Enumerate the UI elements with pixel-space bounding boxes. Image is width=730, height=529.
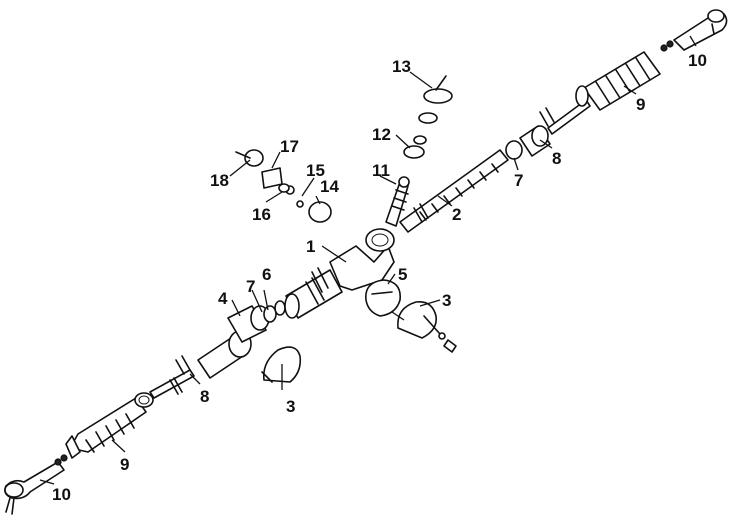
callout-8-right: 8 bbox=[552, 149, 561, 168]
rack-guide-14 bbox=[308, 201, 332, 223]
lock-ring-7-6 bbox=[263, 300, 286, 323]
callout-labels: 1 2 3 3 4 5 6 7 7 8 8 9 9 10 10 11 12 13… bbox=[52, 51, 707, 504]
callout-7-right: 7 bbox=[514, 171, 523, 190]
callout-5: 5 bbox=[398, 265, 407, 284]
callout-2: 2 bbox=[452, 205, 461, 224]
pinion-bearing-12 bbox=[403, 135, 427, 159]
rack-boot-left bbox=[65, 397, 147, 459]
callout-7-left: 7 bbox=[246, 277, 255, 296]
leader-lines bbox=[39, 35, 697, 485]
callout-18: 18 bbox=[210, 171, 229, 190]
inner-ball-joint-right bbox=[505, 125, 551, 160]
lock-nut-18 bbox=[235, 151, 251, 159]
callout-10-left: 10 bbox=[52, 485, 71, 504]
callout-15: 15 bbox=[306, 161, 325, 180]
callout-6: 6 bbox=[262, 265, 271, 284]
callout-14: 14 bbox=[320, 177, 339, 196]
rack-housing-tube bbox=[284, 228, 395, 319]
callout-13: 13 bbox=[392, 57, 411, 76]
callout-9-right: 9 bbox=[636, 95, 645, 114]
pinion-shaft bbox=[385, 176, 410, 227]
pinion-cover-13 bbox=[418, 75, 453, 124]
callout-11: 11 bbox=[372, 161, 390, 180]
rack-boot-right bbox=[575, 51, 661, 111]
mounting-bracket-right bbox=[397, 300, 441, 339]
callout-12: 12 bbox=[372, 125, 391, 144]
callout-1: 1 bbox=[306, 237, 315, 256]
steering-rack-bar bbox=[399, 149, 509, 233]
mounting-bracket-lower bbox=[261, 346, 302, 383]
tie-rod-end-right bbox=[660, 9, 728, 52]
callout-3-lower: 3 bbox=[286, 397, 295, 416]
bracket-bolt bbox=[438, 332, 457, 353]
callout-16: 16 bbox=[252, 205, 271, 224]
spring-15-16 bbox=[278, 183, 304, 208]
break-marks bbox=[175, 107, 555, 375]
boot-clamp-left bbox=[134, 392, 154, 408]
adjuster-plug-17 bbox=[244, 149, 283, 189]
inner-ball-joint-left bbox=[197, 305, 270, 379]
mount-bush-5 bbox=[365, 279, 401, 317]
inner-tie-rod-left bbox=[149, 369, 195, 399]
callout-4: 4 bbox=[218, 289, 228, 308]
callout-9-left: 9 bbox=[120, 455, 129, 474]
callout-10-right: 10 bbox=[688, 51, 707, 70]
callout-17: 17 bbox=[280, 137, 299, 156]
callout-3-right: 3 bbox=[442, 291, 451, 310]
inner-tie-rod-right bbox=[547, 99, 591, 135]
tie-rod-end-left bbox=[4, 454, 68, 515]
callout-8-left: 8 bbox=[200, 387, 209, 406]
